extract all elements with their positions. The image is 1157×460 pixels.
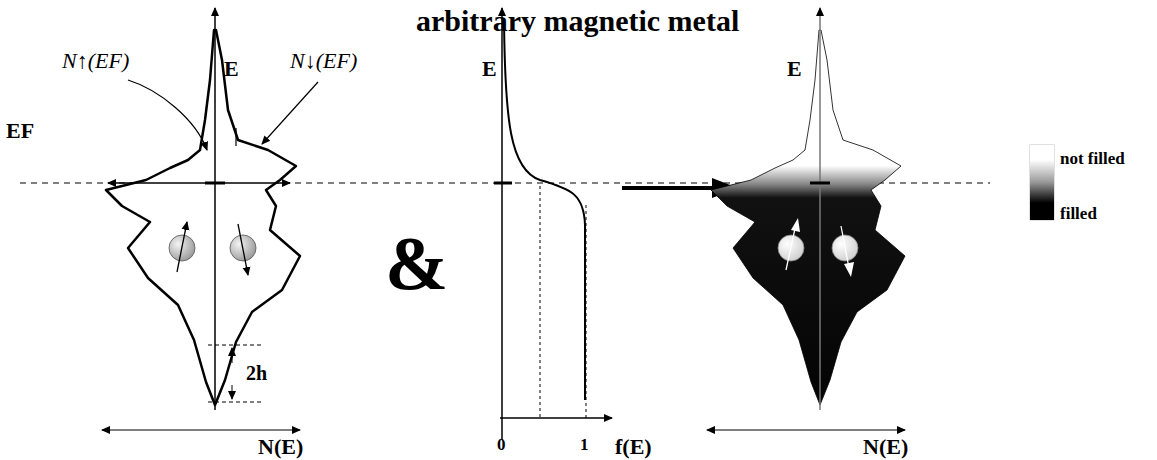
title: arbitrary magnetic metal <box>416 6 739 36</box>
legend-swatch <box>1030 145 1054 182</box>
axis-label: E <box>224 58 239 80</box>
legend-swatch <box>1030 182 1054 220</box>
axis-label: E <box>787 58 802 80</box>
axis-label: N(E) <box>258 436 303 458</box>
legend-label: not filled <box>1060 150 1125 167</box>
spin-up-dos-label: N↑(EF) <box>62 50 129 72</box>
tick-label: 1 <box>580 436 589 453</box>
tick-label: 0 <box>497 436 506 453</box>
ampersand-symbol: & <box>385 225 448 301</box>
spin-down-dos-label: N↓(EF) <box>290 50 357 72</box>
axis-label: N(E) <box>863 436 908 458</box>
axis-label: f(E) <box>615 436 652 458</box>
fermi-level-label: EF <box>6 120 34 142</box>
dimension-label: 2h <box>246 363 267 383</box>
legend-label: filled <box>1060 205 1097 222</box>
axis-label: E <box>482 58 497 80</box>
